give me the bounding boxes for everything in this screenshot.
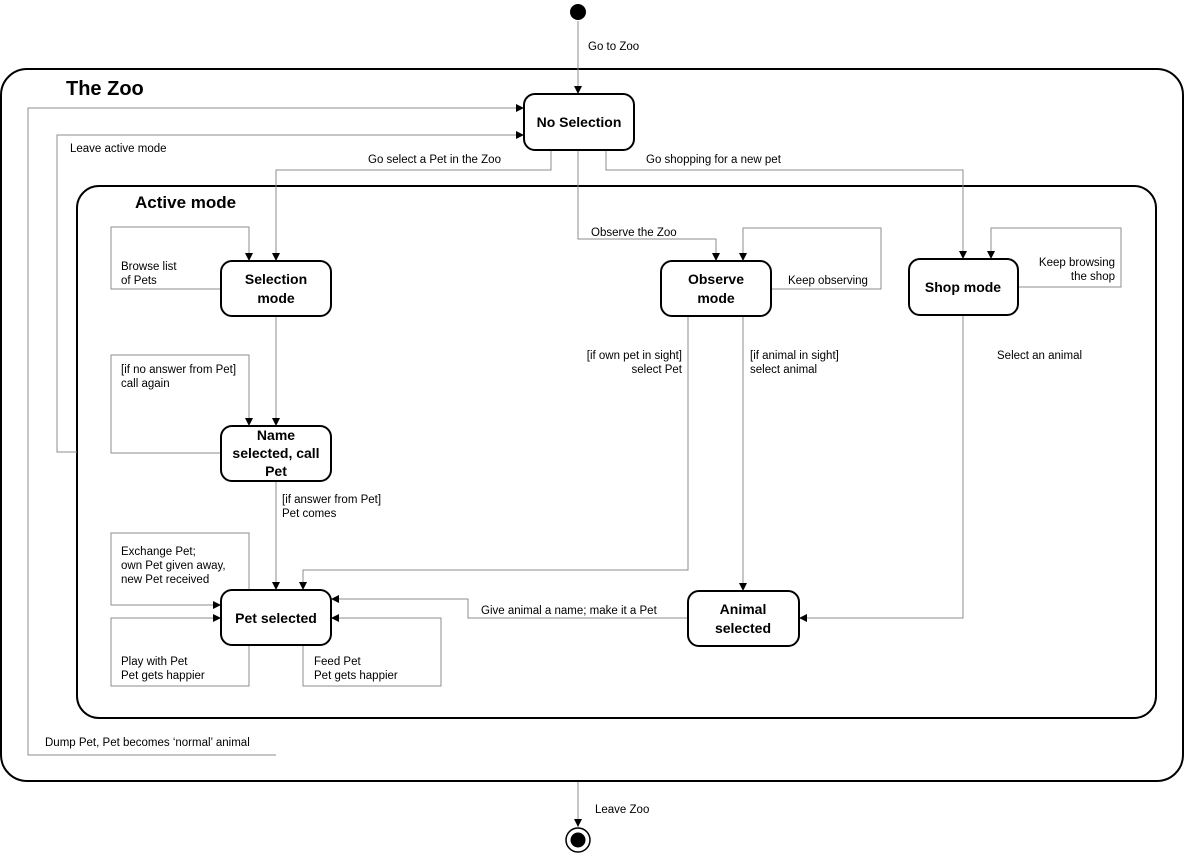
state-observe-mode: [660, 260, 772, 317]
state-shop-mode-label: Shop mode: [925, 279, 1001, 295]
label-keep-browsing-line-1: Keep browsing: [1039, 257, 1115, 269]
label-play-line-1: Play with Pet: [121, 656, 188, 668]
label-exchange: Exchange Pet; own Pet given away, new Pet …: [121, 546, 226, 586]
label-own-pet-line-1: [if own pet in sight]: [587, 350, 682, 362]
label-browse-list-line-2: of Pets: [121, 275, 157, 287]
state-shop-mode: [908, 258, 1019, 316]
label-exchange-line-2: own Pet given away,: [121, 560, 226, 572]
edge-keep-observing: [739, 227, 882, 290]
label-go-select-line-1: Go select a Pet in the Zoo: [368, 154, 501, 166]
label-answer-line-1: [if answer from Pet]: [282, 494, 381, 506]
label-own-pet-line-2: select Pet: [632, 364, 683, 376]
label-answer-line-2: Pet comes: [282, 508, 337, 520]
state-shop-mode-label-line-1: Shop mode: [925, 279, 1001, 295]
label-feed-line-1: Feed Pet: [314, 656, 361, 668]
edge-go-shopping: [605, 150, 967, 259]
state-selection-mode-label: Selection mode: [245, 271, 307, 306]
edge-give-name: [331, 595, 688, 619]
label-animal-sight: [if animal in sight] select animal: [750, 350, 839, 376]
state-animal-selected: [687, 590, 800, 647]
state-observe-mode-label: Observe mode: [688, 271, 744, 306]
edge-call-again: [110, 354, 253, 454]
active-mode-title: Active mode: [135, 193, 236, 212]
edge-play-pet: [110, 614, 250, 687]
final-state-core: [570, 832, 586, 848]
label-exchange-line-3: new Pet received: [121, 574, 209, 586]
label-keep-browsing-line-2: the shop: [1071, 271, 1115, 283]
state-animal-selected-label-line-1: Animal: [720, 601, 767, 617]
label-browse-list-line-1: Browse list: [121, 261, 177, 273]
state-name-selected-label-line-2: selected, call: [232, 445, 319, 461]
label-browse-list: Browse list of Pets: [121, 261, 177, 287]
label-observe-zoo: Observe the Zoo: [591, 227, 677, 239]
label-go-to-zoo: Go to Zoo: [588, 41, 639, 53]
label-leave-active-line-1: Leave active mode: [70, 143, 167, 155]
state-name-selected: [220, 425, 332, 482]
label-no-answer-line-2: call again: [121, 378, 170, 390]
state-name-selected-label-line-3: Pet: [265, 463, 287, 479]
label-select-animal: Select an animal: [997, 350, 1082, 362]
state-pet-selected: [220, 589, 332, 646]
state-no-selection-label: No Selection: [537, 114, 622, 130]
edge-go-select: [272, 150, 552, 261]
edge-select-animal-shop: [799, 315, 964, 622]
label-go-select: Go select a Pet in the Zoo: [368, 154, 501, 166]
label-feed-line-2: Pet gets happier: [314, 670, 398, 682]
label-exchange-line-1: Exchange Pet;: [121, 546, 196, 558]
label-no-answer: [if no answer from Pet] call again: [121, 364, 236, 390]
state-pet-selected-label: Pet selected: [235, 610, 317, 626]
edge-exchange-pet: [110, 532, 250, 609]
edge-leave-active: [56, 131, 524, 453]
label-leave-active: Leave active mode: [70, 143, 167, 155]
label-leave-zoo: Leave Zoo: [595, 804, 649, 816]
state-selection-mode: [220, 260, 332, 317]
zoo-region: [0, 68, 1184, 782]
state-animal-selected-label: Animal selected: [715, 601, 771, 636]
state-selection-mode-label-line-2: mode: [257, 290, 295, 306]
state-no-selection-label-line-1: No Selection: [537, 114, 622, 130]
label-select-animal-line-1: Select an animal: [997, 350, 1082, 362]
label-animal-sight-line-2: select animal: [750, 364, 817, 376]
label-go-shopping: Go shopping for a new pet: [646, 154, 782, 166]
edge-select-own-pet: [299, 316, 689, 590]
state-observe-mode-label-line-1: Observe: [688, 271, 744, 287]
label-give-name-line-1: Give animal a name; make it a Pet: [481, 605, 658, 617]
zoo-region-title: The Zoo: [66, 78, 144, 100]
state-selection-mode-label-line-1: Selection: [245, 271, 307, 287]
state-observe-mode-label-line-2: mode: [697, 290, 735, 306]
label-keep-observing: Keep observing: [788, 275, 868, 287]
edge-browse-list: [110, 226, 253, 290]
label-dump-line-1: Dump Pet, Pet becomes ‘normal’ animal: [45, 737, 250, 749]
label-keep-observing-line-1: Keep observing: [788, 275, 868, 287]
state-pet-selected-label-line-1: Pet selected: [235, 610, 317, 626]
label-answer: [if answer from Pet] Pet comes: [282, 494, 381, 520]
state-no-selection: [523, 93, 635, 151]
label-give-name: Give animal a name; make it a Pet: [481, 605, 658, 617]
label-keep-browsing: Keep browsing the shop: [1039, 257, 1115, 283]
label-play-line-2: Pet gets happier: [121, 670, 205, 682]
edge-observe-zoo: [577, 150, 720, 261]
label-own-pet: [if own pet in sight] select Pet: [587, 350, 683, 376]
state-name-selected-label-line-1: Name: [257, 427, 295, 443]
label-animal-sight-line-1: [if animal in sight]: [750, 350, 839, 362]
state-animal-selected-label-line-2: selected: [715, 620, 771, 636]
label-go-to-zoo-line-1: Go to Zoo: [588, 41, 639, 53]
label-go-shopping-line-1: Go shopping for a new pet: [646, 154, 782, 166]
label-dump: Dump Pet, Pet becomes ‘normal’ animal: [45, 737, 250, 749]
edge-keep-browsing: [987, 227, 1122, 288]
label-leave-zoo-line-1: Leave Zoo: [595, 804, 649, 816]
edge-feed-pet: [302, 614, 442, 687]
label-observe-zoo-line-1: Observe the Zoo: [591, 227, 677, 239]
label-no-answer-line-1: [if no answer from Pet]: [121, 364, 236, 376]
edge-dump-pet: [27, 104, 524, 756]
initial-state: [570, 4, 586, 20]
